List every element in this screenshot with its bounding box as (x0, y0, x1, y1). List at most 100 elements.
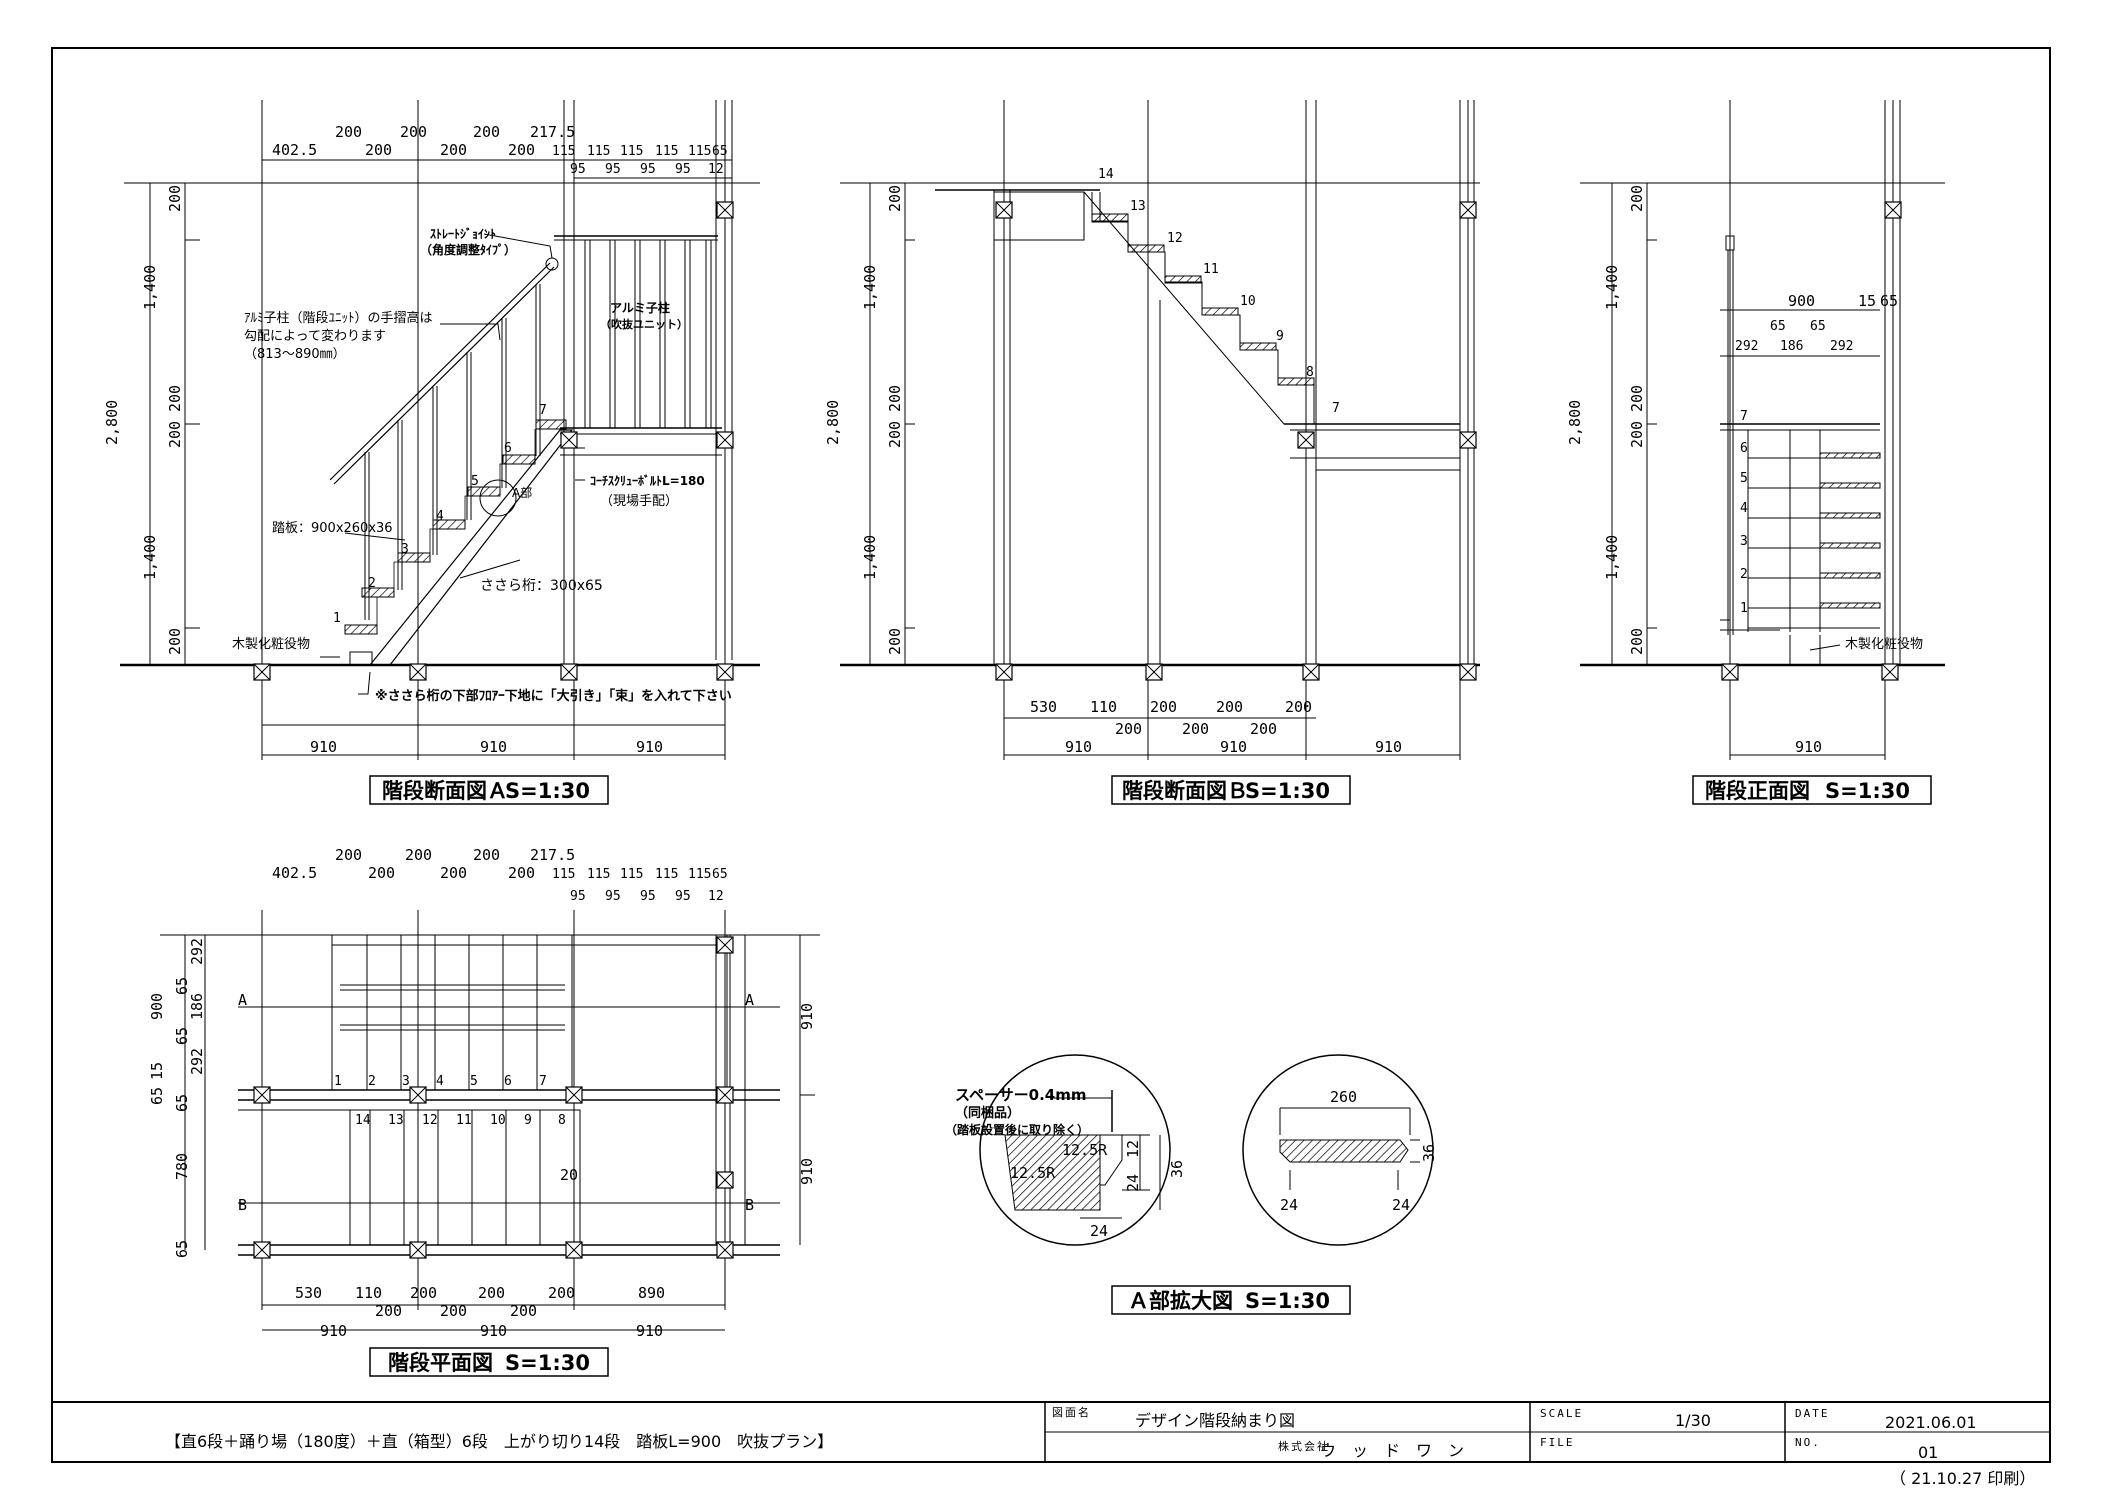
svg-text:12: 12 (708, 162, 724, 177)
svg-text:1,400: 1,400 (1603, 265, 1621, 310)
svg-text:階段断面図Ａ: 階段断面図Ａ (382, 779, 508, 803)
svg-text:アルミ子柱: アルミ子柱 (610, 300, 670, 315)
svg-text:S=1:30: S=1:30 (1825, 779, 1910, 803)
svg-text:95: 95 (570, 162, 586, 177)
svg-text:S=1:30: S=1:30 (505, 1351, 590, 1375)
svg-text:910: 910 (636, 1322, 663, 1340)
svg-text:12: 12 (422, 1113, 438, 1128)
svg-text:402.5: 402.5 (272, 141, 317, 159)
svg-text:2: 2 (1740, 567, 1748, 582)
svg-text:200: 200 (886, 421, 904, 448)
svg-text:12: 12 (708, 889, 724, 904)
svg-text:186: 186 (188, 993, 206, 1020)
section-b-view (840, 100, 1480, 760)
title-block (52, 1401, 2050, 1462)
svg-text:292: 292 (1735, 339, 1758, 354)
svg-text:15: 15 (1858, 292, 1876, 310)
svg-text:910: 910 (480, 738, 507, 756)
svg-text:910: 910 (1220, 738, 1247, 756)
svg-text:9: 9 (524, 1113, 532, 1128)
svg-text:1: 1 (334, 1074, 342, 1089)
svg-text:5: 5 (471, 474, 479, 489)
svg-text:木製化粧役物: 木製化粧役物 (1845, 637, 1923, 652)
section-b-text: 200 1,400 200 200 1,400 200 2,800 530 11… (824, 167, 1402, 756)
svg-text:200: 200 (1250, 720, 1277, 738)
svg-text:6: 6 (504, 1074, 512, 1089)
svg-text:11: 11 (456, 1113, 472, 1128)
svg-text:01: 01 (1918, 1443, 1938, 1462)
svg-text:2: 2 (368, 576, 376, 591)
svg-text:115: 115 (688, 144, 711, 159)
svg-text:65: 65 (173, 1094, 191, 1112)
svg-text:ささら桁：300x65: ささら桁：300x65 (480, 578, 603, 594)
svg-text:7: 7 (539, 403, 547, 418)
svg-text:24: 24 (1090, 1222, 1108, 1240)
svg-text:階段平面図: 階段平面図 (388, 1351, 493, 1375)
svg-text:95: 95 (605, 162, 621, 177)
svg-text:115: 115 (552, 144, 575, 159)
svg-text:200: 200 (886, 385, 904, 412)
svg-text:7: 7 (1332, 401, 1340, 416)
svg-text:910: 910 (310, 738, 337, 756)
svg-text:4: 4 (436, 1074, 444, 1089)
svg-text:6: 6 (504, 441, 512, 456)
svg-text:530: 530 (1030, 698, 1057, 716)
svg-text:2,800: 2,800 (103, 400, 121, 445)
svg-text:S=1:30: S=1:30 (1245, 1289, 1330, 1313)
svg-text:217.5: 217.5 (530, 123, 575, 141)
svg-text:200: 200 (1628, 385, 1646, 412)
svg-text:910: 910 (480, 1322, 507, 1340)
svg-text:900: 900 (148, 993, 166, 1020)
plan-title: 階段平面図 S=1:30 (369, 1347, 609, 1377)
svg-text:24: 24 (1124, 1174, 1142, 1192)
svg-text:200: 200 (1628, 628, 1646, 655)
svg-text:（813～890㎜）: （813～890㎜） (244, 347, 346, 362)
svg-text:20: 20 (560, 1166, 578, 1184)
svg-text:8: 8 (558, 1113, 566, 1128)
svg-text:200: 200 (410, 1284, 437, 1302)
svg-text:（踏板設置後に取り除く）: （踏板設置後に取り除く） (945, 1122, 1089, 1137)
svg-text:SCALE: SCALE (1540, 1407, 1583, 1420)
svg-text:65: 65 (1880, 292, 1898, 310)
svg-text:B: B (238, 1196, 247, 1214)
svg-text:115: 115 (587, 867, 610, 882)
svg-text:13: 13 (1130, 199, 1146, 214)
svg-text:3: 3 (402, 1074, 410, 1089)
detail-text: スペーサー0.4mm （同梱品） （踏板設置後に取り除く） 12.5R 12.5… (945, 1086, 1438, 1240)
svg-text:65: 65 (712, 867, 728, 882)
svg-text:12.5R: 12.5R (1062, 1141, 1108, 1159)
section-a-title: 階段断面図Ａ S=1:30 (369, 775, 609, 805)
svg-text:200: 200 (1115, 720, 1142, 738)
svg-text:900: 900 (1788, 292, 1815, 310)
svg-text:910: 910 (1375, 738, 1402, 756)
svg-text:65: 65 (173, 977, 191, 995)
svg-text:115: 115 (655, 867, 678, 882)
svg-text:95: 95 (640, 162, 656, 177)
svg-text:1,400: 1,400 (141, 265, 159, 310)
svg-text:13: 13 (388, 1113, 404, 1128)
svg-text:200: 200 (510, 1302, 537, 1320)
svg-text:S=1:30: S=1:30 (505, 779, 590, 803)
svg-text:95: 95 (640, 889, 656, 904)
svg-text:勾配によって変わります: 勾配によって変わります (244, 328, 386, 344)
svg-text:910: 910 (798, 1158, 816, 1185)
svg-text:10: 10 (1240, 294, 1256, 309)
svg-text:12: 12 (1167, 231, 1183, 246)
svg-text:910: 910 (1065, 738, 1092, 756)
svg-text:15: 15 (148, 1062, 166, 1080)
svg-text:200: 200 (1216, 698, 1243, 716)
svg-text:402.5: 402.5 (272, 864, 317, 882)
svg-text:110: 110 (355, 1284, 382, 1302)
svg-text:11: 11 (1203, 262, 1219, 277)
svg-text:292: 292 (1830, 339, 1853, 354)
svg-text:910: 910 (636, 738, 663, 756)
svg-text:ｱﾙﾐ子柱（階段ﾕﾆｯﾄ）の手摺高は: ｱﾙﾐ子柱（階段ﾕﾆｯﾄ）の手摺高は (244, 310, 433, 326)
svg-text:（角度調整ﾀｲﾌﾟ）: （角度調整ﾀｲﾌﾟ） (420, 242, 516, 257)
svg-text:1: 1 (333, 611, 341, 626)
svg-text:200: 200 (335, 846, 362, 864)
svg-text:200: 200 (166, 628, 184, 655)
svg-text:1,400: 1,400 (861, 535, 879, 580)
svg-text:200: 200 (478, 1284, 505, 1302)
svg-text:※ささら桁の下部ﾌﾛｱｰ下地に「大引き」「束」を入れて下さい: ※ささら桁の下部ﾌﾛｱｰ下地に「大引き」「束」を入れて下さい (375, 688, 732, 704)
